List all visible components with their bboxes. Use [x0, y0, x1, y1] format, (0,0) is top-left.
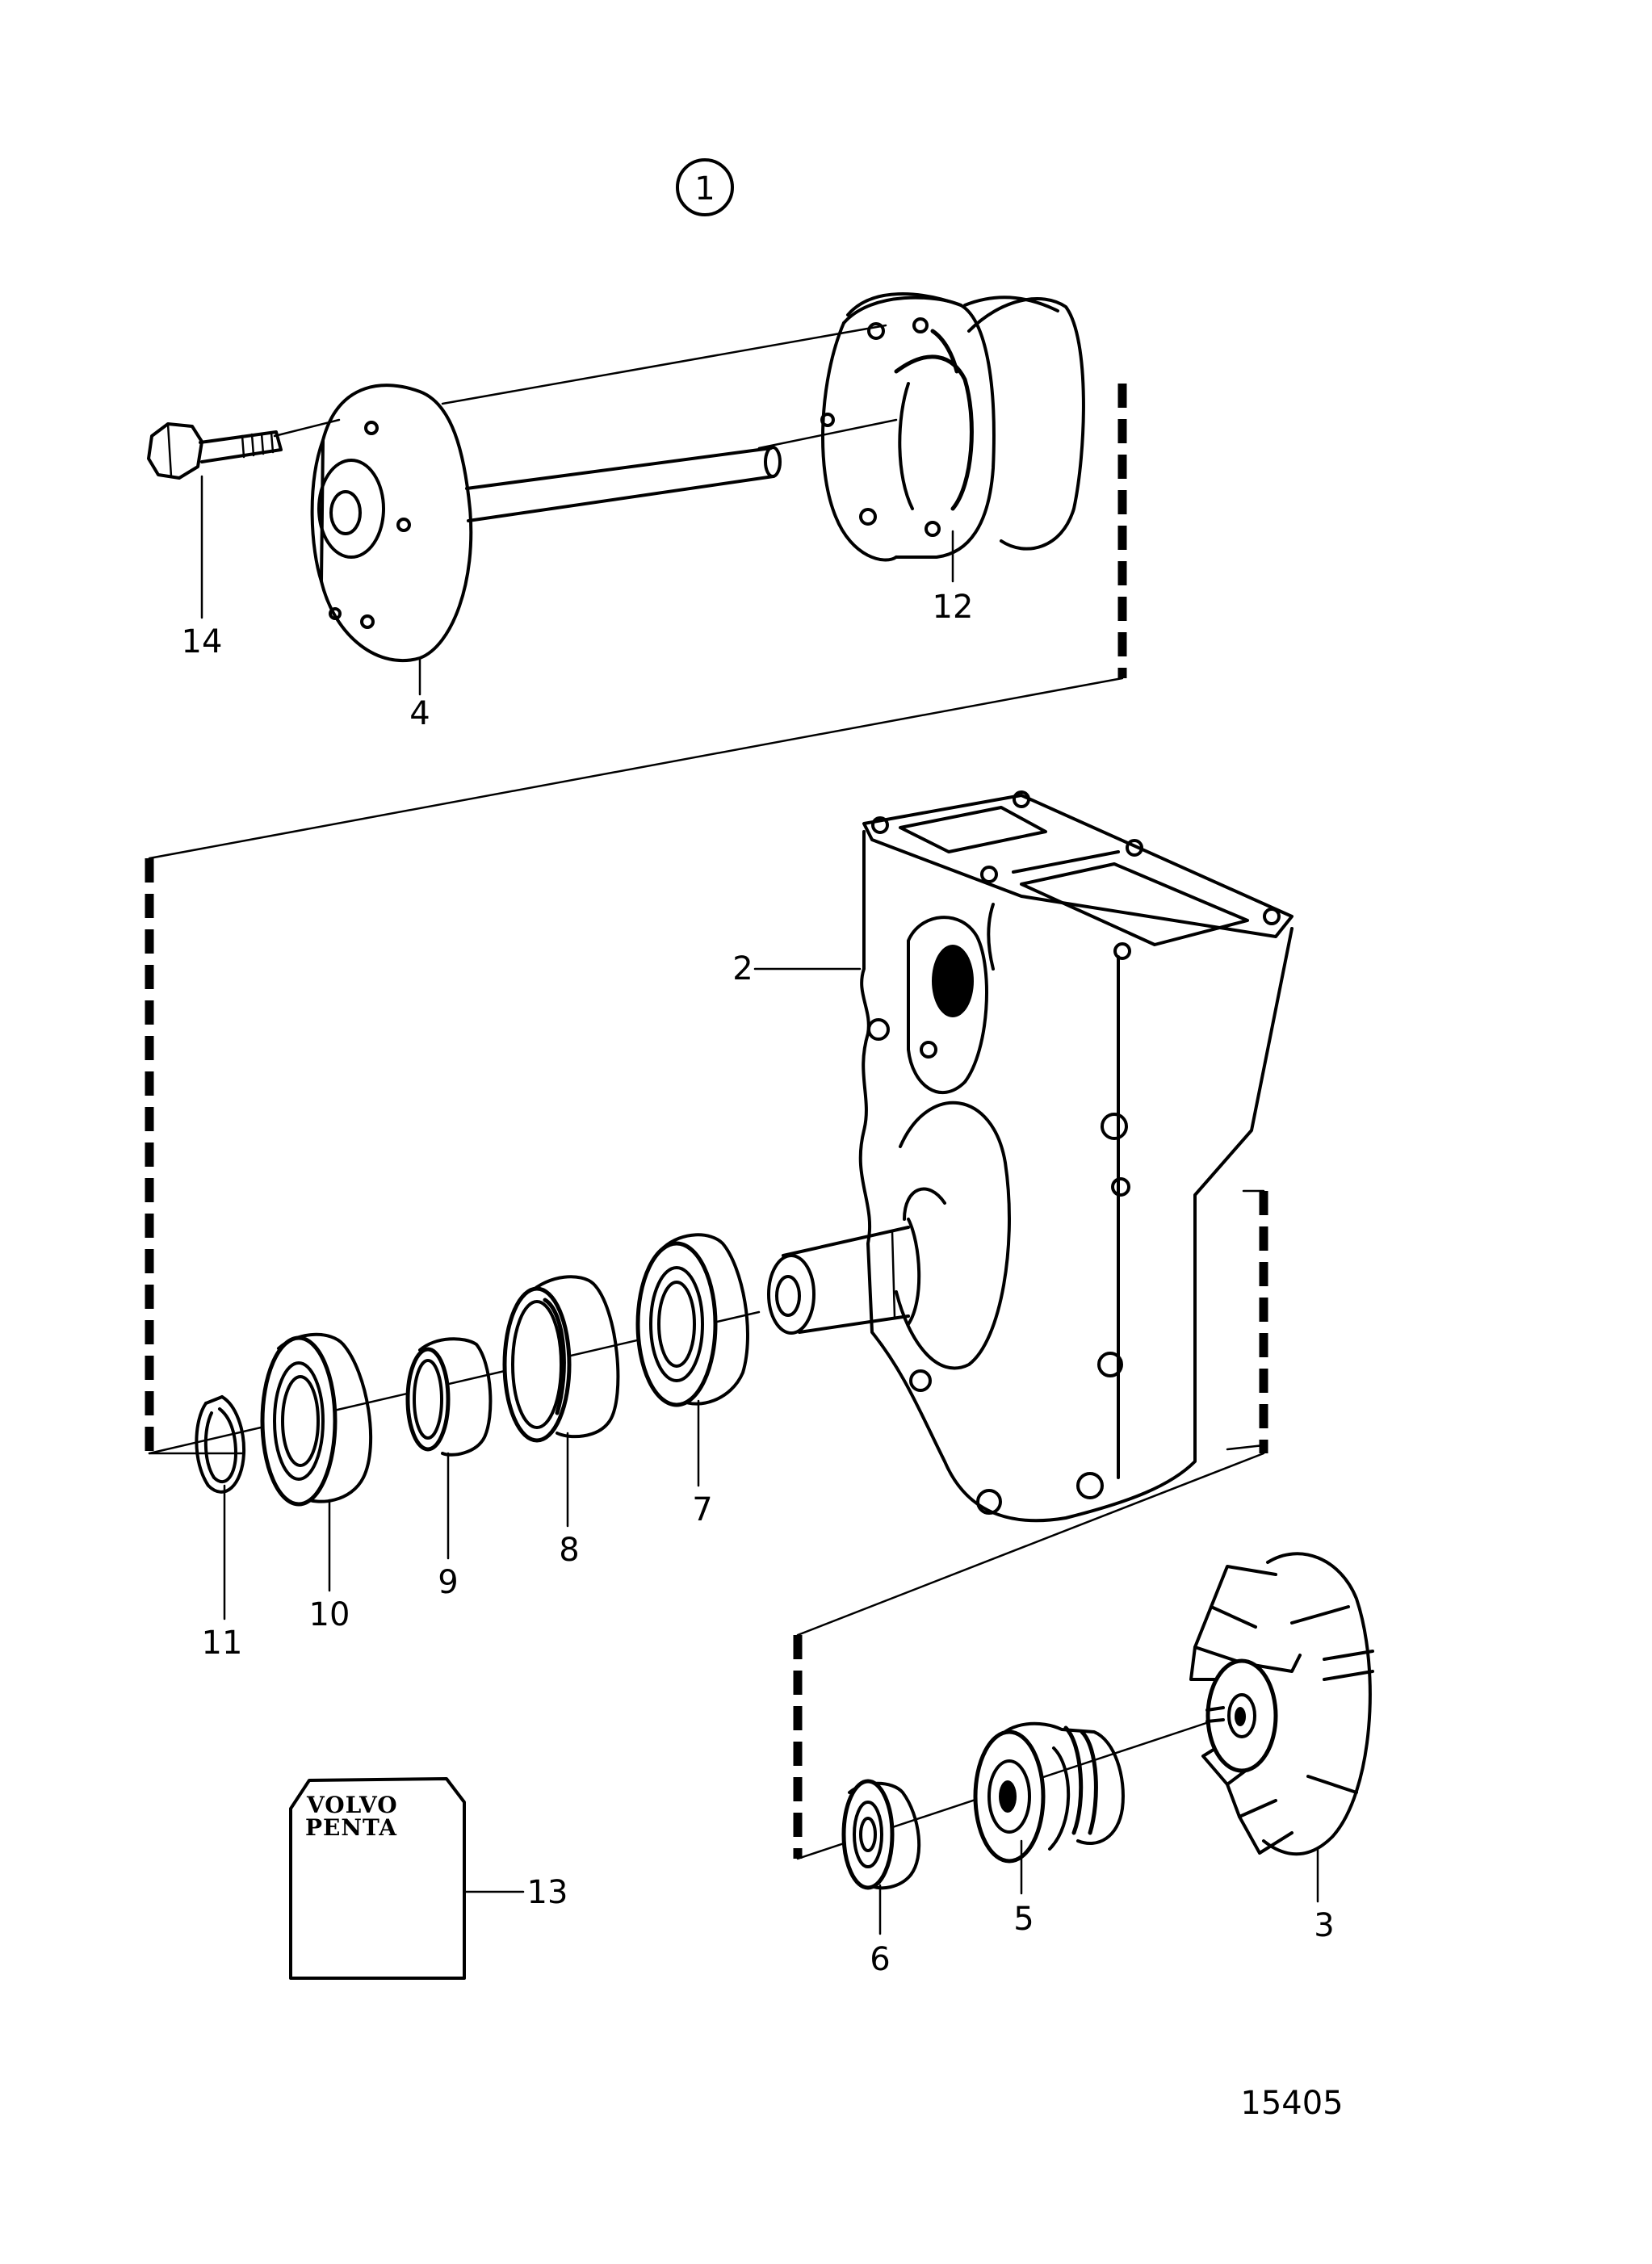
- part-8-ring: [502, 1275, 620, 1443]
- part-14-gasket-kit: VOLVO PENTA: [289, 1777, 466, 1980]
- group-number-badge: 1: [676, 158, 734, 216]
- part-12-sleeve: [820, 292, 1085, 562]
- callout-12: 12: [933, 589, 974, 626]
- callout-2: 2: [732, 950, 753, 987]
- part-2-housing: [767, 790, 1294, 1523]
- callout-4: 4: [409, 695, 430, 732]
- part-7-bearing: [635, 1233, 749, 1407]
- assembly-dashed-brackets: [145, 384, 1268, 1859]
- callout-14: 13: [527, 1874, 568, 1911]
- kit-logo-line1: VOLVO: [306, 1792, 398, 1818]
- part-9-bushing: [405, 1337, 493, 1457]
- callout-5: 5: [1013, 1901, 1034, 1938]
- callout-10: 10: [309, 1596, 350, 1633]
- drawing-number: 15405: [1240, 2085, 1343, 2122]
- leader-lines: [200, 475, 1319, 1935]
- part-11-circlip: [195, 1395, 246, 1494]
- group-number-text: 1: [694, 170, 715, 208]
- part-13-bolt: [147, 422, 283, 480]
- callout-8: 8: [559, 1532, 579, 1569]
- callout-7: 7: [692, 1491, 712, 1528]
- kit-logo-line2: PENTA: [305, 1814, 397, 1841]
- callout-9: 9: [438, 1564, 458, 1601]
- callout-6: 6: [870, 1941, 890, 1978]
- part-5-seal: [973, 1721, 1125, 1864]
- part-3-impeller: [1189, 1552, 1374, 1856]
- callout-labels: 14 4 12 2 7 8 9 10 11 6 5 3 13: [182, 589, 1335, 1978]
- part-10-bearing: [260, 1332, 373, 1507]
- part-6-small-bearing: [841, 1779, 921, 1890]
- part-4-puller: [310, 384, 782, 663]
- callout-11: 11: [202, 1625, 243, 1662]
- callout-13: 14: [182, 623, 223, 660]
- callout-3: 3: [1314, 1907, 1334, 1944]
